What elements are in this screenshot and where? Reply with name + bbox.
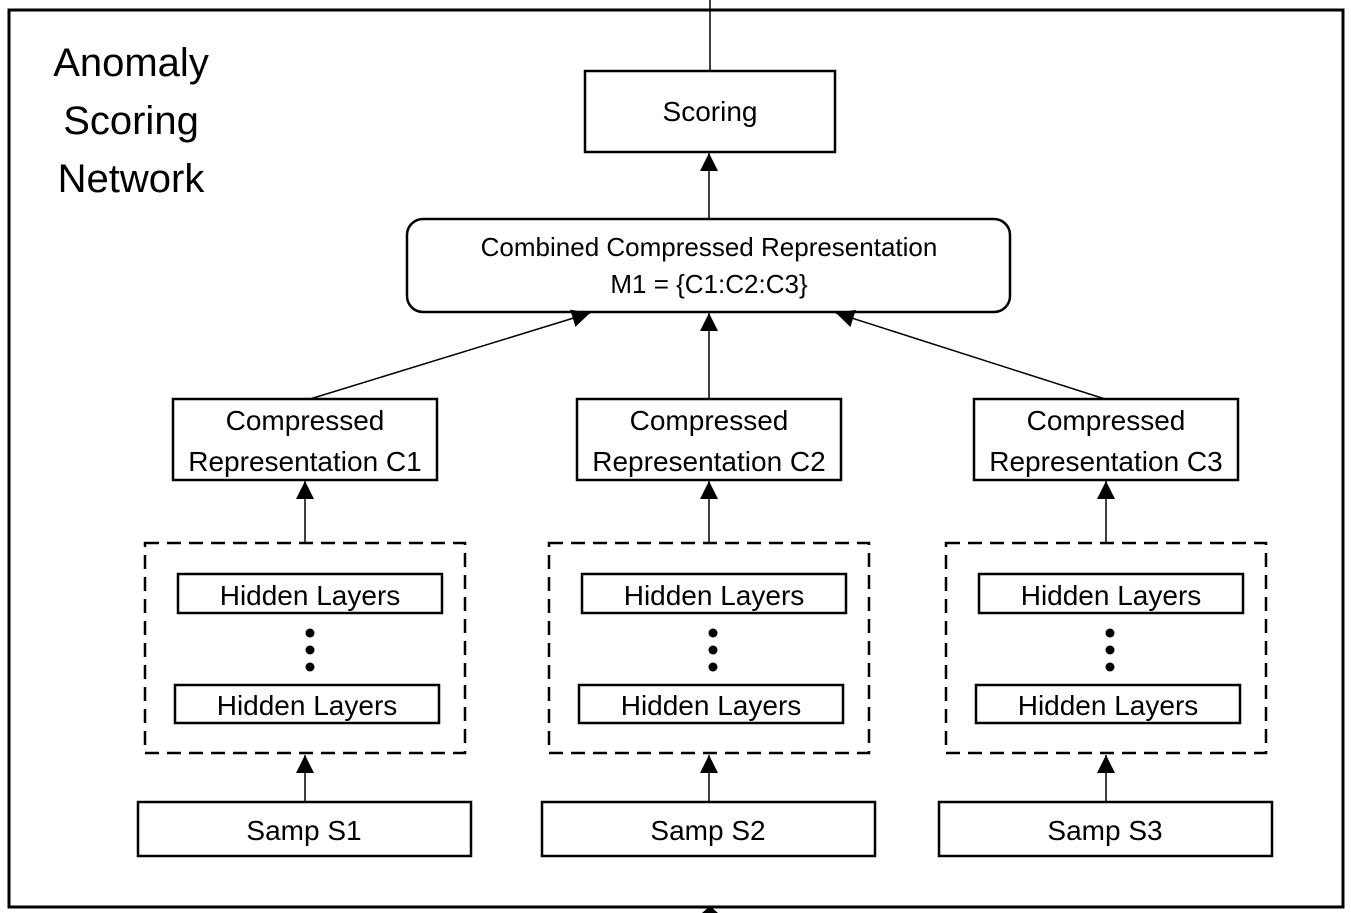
compressed-c3-line-2: Representation C3 xyxy=(989,446,1222,477)
hidden-layer-top-3: Hidden Layers xyxy=(977,572,1245,615)
scoring-box: Scoring xyxy=(583,69,837,154)
compressed-box-c2: Compressed Representation C2 xyxy=(575,397,843,482)
title-line-2: Scoring xyxy=(63,99,199,143)
hidden-group-frame-3 xyxy=(944,541,1268,755)
hidden-top-label-1: Hidden Layers xyxy=(220,580,401,611)
sample-label-s1: Samp S1 xyxy=(246,815,361,846)
hidden-bottom-label-3: Hidden Layers xyxy=(1018,690,1199,721)
combined-line-2: M1 = {C1:C2:C3} xyxy=(610,269,808,299)
title-line-1: Anomaly xyxy=(53,41,209,85)
hidden-layer-top-1: Hidden Layers xyxy=(176,572,444,615)
hidden-group-frame-2 xyxy=(547,541,871,755)
hidden-layer-bottom-2: Hidden Layers xyxy=(577,683,845,725)
hidden-bottom-label-1: Hidden Layers xyxy=(217,690,398,721)
network-title: Anomaly Scoring Network xyxy=(53,41,209,201)
hidden-group-frame-1 xyxy=(143,541,467,755)
network-frame xyxy=(7,8,1345,909)
hidden-layer-top-2: Hidden Layers xyxy=(580,572,848,615)
arrow-c1-to-combined xyxy=(309,309,591,400)
compressed-box-c3: Compressed Representation C3 xyxy=(972,397,1240,482)
sample-box-s2: Samp S2 xyxy=(540,800,877,858)
hidden-top-label-2: Hidden Layers xyxy=(624,580,805,611)
ellipsis-dots-1 xyxy=(305,628,315,672)
combined-line-1: Combined Compressed Representation xyxy=(481,232,938,262)
hidden-bottom-label-2: Hidden Layers xyxy=(621,690,802,721)
sample-label-s2: Samp S2 xyxy=(650,815,765,846)
sample-box-s3: Samp S3 xyxy=(937,800,1274,858)
sample-label-s3: Samp S3 xyxy=(1047,815,1162,846)
compressed-box-c1: Compressed Representation C1 xyxy=(171,397,439,482)
branch-3: Compressed Representation C3 Hidden Laye… xyxy=(937,397,1274,858)
compressed-c2-line-1: Compressed xyxy=(630,405,789,436)
hidden-top-label-3: Hidden Layers xyxy=(1021,580,1202,611)
input-arrow-stub xyxy=(702,906,718,913)
branch-1: Compressed Representation C1 Hidden Laye… xyxy=(136,397,473,858)
compressed-c1-line-2: Representation C1 xyxy=(188,446,421,477)
ellipsis-dots-2 xyxy=(708,628,718,672)
combined-representation-box: Combined Compressed Representation M1 = … xyxy=(405,217,1012,314)
ellipsis-dots-3 xyxy=(1105,628,1115,672)
scoring-label: Scoring xyxy=(663,96,758,127)
hidden-layer-bottom-3: Hidden Layers xyxy=(974,683,1242,725)
compressed-c2-line-2: Representation C2 xyxy=(592,446,825,477)
title-line-3: Network xyxy=(58,157,206,201)
arrow-c3-to-combined xyxy=(835,309,1106,400)
hidden-layer-bottom-1: Hidden Layers xyxy=(173,683,441,725)
sample-box-s1: Samp S1 xyxy=(136,800,473,858)
compressed-c1-line-1: Compressed xyxy=(226,405,385,436)
branch-2: Compressed Representation C2 Hidden Laye… xyxy=(540,397,877,858)
compressed-c3-line-1: Compressed xyxy=(1027,405,1186,436)
